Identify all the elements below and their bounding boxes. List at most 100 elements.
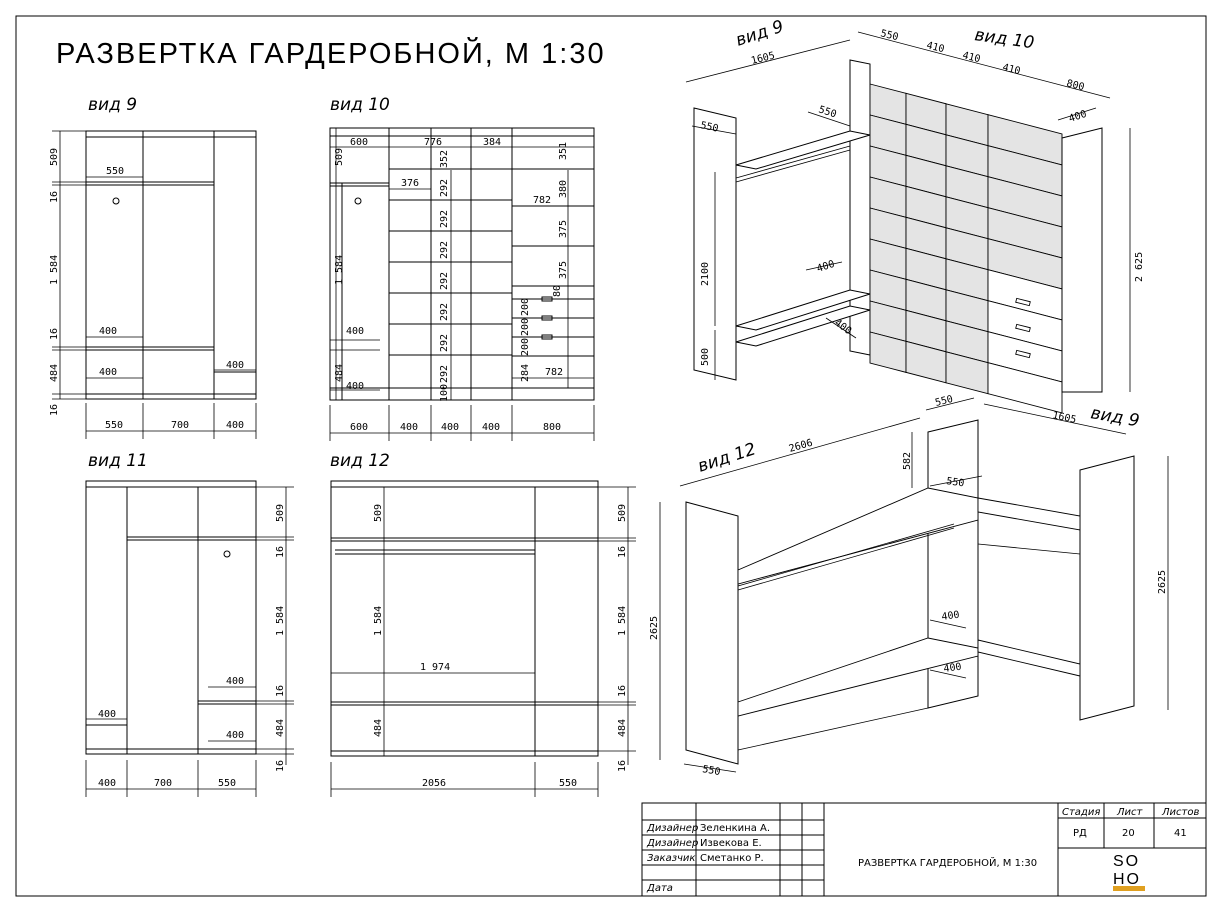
v9-dim: 509	[49, 148, 60, 166]
v10-dim: 100	[439, 384, 450, 402]
v12-dim: 1 584	[373, 606, 384, 636]
iso-top-dim: 400	[816, 259, 837, 275]
v10-dim: 484	[334, 364, 345, 382]
v12-dim: 2056	[422, 778, 446, 789]
iso-top-dim: 410	[1001, 62, 1021, 77]
v11-dim: 400	[226, 676, 244, 687]
v9-dim: 700	[171, 420, 189, 431]
drawer-handle	[1015, 349, 1031, 359]
soho-logo: SO HO	[1113, 853, 1145, 891]
v10-dim: 776	[424, 137, 442, 148]
v9-dim: 400	[226, 360, 244, 371]
v10-dim: 400	[346, 381, 364, 392]
v12-dim: 16	[617, 546, 628, 558]
v10-dim: 292	[439, 179, 450, 197]
v9-dim: 16	[49, 404, 60, 416]
iso-bottom-dim: 2625	[1157, 570, 1168, 594]
stamp-role: Дизайнер	[646, 823, 698, 834]
v10-dim: 292	[439, 210, 450, 228]
v11-dim: 400	[98, 778, 116, 789]
v10-dim: 600	[350, 422, 368, 433]
v12-dim: 509	[617, 504, 628, 522]
iso-top-dim: 2100	[700, 262, 711, 286]
v10-dim: 200	[520, 318, 531, 336]
stamp-name: Зеленкина А.	[700, 823, 770, 834]
v12-dim: 1 584	[617, 606, 628, 636]
stamp-header: Стадия	[1062, 807, 1100, 818]
stamp-name: Извекова Е.	[700, 838, 762, 849]
iso-top-dim: 550	[879, 28, 899, 43]
view-10-label: вид 10	[330, 95, 390, 115]
v11-dim: 16	[275, 685, 286, 697]
v10-dim: 800	[543, 422, 561, 433]
v10-dim: 782	[533, 195, 551, 206]
iso-top-dim: 400	[1068, 109, 1089, 125]
view-10: вид 10	[329, 95, 595, 441]
v10-dim: 782	[545, 367, 563, 378]
iso-bottom-dim: 550	[946, 476, 965, 489]
v10-dim: 1 584	[334, 255, 345, 285]
stamp-title: РАЗВЕРТКА ГАРДЕРОБНОЙ, М 1:30	[858, 856, 1037, 869]
v11-dim: 484	[275, 719, 286, 737]
page-title: РАЗВЕРТКА ГАРДЕРОБНОЙ, М 1:30	[56, 36, 606, 70]
v10-dim: 400	[400, 422, 418, 433]
v9-dim: 484	[49, 364, 60, 382]
iso-bottom-dim: 400	[941, 610, 960, 623]
v12-dim: 484	[617, 719, 628, 737]
v9-dim: 400	[226, 420, 244, 431]
v11-dim: 16	[275, 546, 286, 558]
v12-dim: 550	[559, 778, 577, 789]
v9-dim: 16	[49, 191, 60, 203]
iso-top-dim: 410	[961, 50, 981, 65]
v11-dim: 509	[275, 504, 286, 522]
v10-dim: 351	[558, 142, 569, 160]
v9-dim: 16	[49, 328, 60, 340]
title-block	[641, 802, 1207, 897]
v11-dim: 700	[154, 778, 172, 789]
v12-dim: 16	[617, 685, 628, 697]
iso-top-dim: 2 625	[1134, 252, 1145, 282]
v11-dim: 400	[226, 730, 244, 741]
iso-bottom-dim: 2625	[649, 616, 660, 640]
sheet-frame	[15, 15, 1207, 897]
iso-top-dim: 800	[1065, 78, 1085, 93]
v9-dim: 400	[99, 367, 117, 378]
stamp-value: 41	[1174, 828, 1187, 839]
drawer-handle	[1015, 297, 1031, 307]
v12-dim: 509	[373, 504, 384, 522]
iso-bottom-dim: 582	[902, 452, 913, 470]
v10-dim: 200	[520, 298, 531, 316]
v10-dim: 292	[439, 334, 450, 352]
iso-bottom-dim: 400	[943, 662, 962, 675]
view-11: вид 11 5	[85, 451, 294, 797]
stamp-name: Сметанко Р.	[700, 853, 764, 864]
v11-dim: 16	[275, 760, 286, 772]
iso-bottom-dim: 550	[701, 764, 721, 778]
iso-bottom-view: вид 12 вид 9	[649, 394, 1169, 778]
iso-bottom-label-9: вид 9	[1089, 403, 1141, 431]
v12-dim: 16	[617, 760, 628, 772]
stamp-role: Дизайнер	[646, 838, 698, 849]
stamp-role: Заказчик	[647, 853, 695, 864]
iso-top-label-9: вид 9	[733, 17, 786, 51]
logo-text: HO	[1113, 871, 1141, 888]
iso-bottom-dim: 1605	[1051, 410, 1077, 426]
cabinet-cell	[987, 362, 1063, 414]
v9-dim: 550	[105, 420, 123, 431]
v10-dim: 292	[439, 241, 450, 259]
iso-top-view: вид 9 вид 10	[685, 17, 1145, 414]
v10-dim: 292	[439, 272, 450, 290]
v9-dim: 550	[106, 166, 124, 177]
iso-bottom-dim: 2606	[788, 438, 814, 455]
iso-bottom-dim: 550	[934, 394, 954, 409]
view-11-label: вид 11	[88, 451, 148, 471]
stamp-header: Листов	[1161, 807, 1199, 818]
v10-dim: 380	[558, 180, 569, 198]
view-9: вид 9 509 16 1 584 16	[49, 95, 257, 439]
v10-dim: 352	[439, 150, 450, 168]
view-12-label: вид 12	[330, 451, 390, 471]
v9-dim: 1 584	[49, 255, 60, 285]
iso-top-dim: 1605	[750, 50, 776, 67]
v10-dim: 400	[482, 422, 500, 433]
v10-dim: 384	[483, 137, 501, 148]
